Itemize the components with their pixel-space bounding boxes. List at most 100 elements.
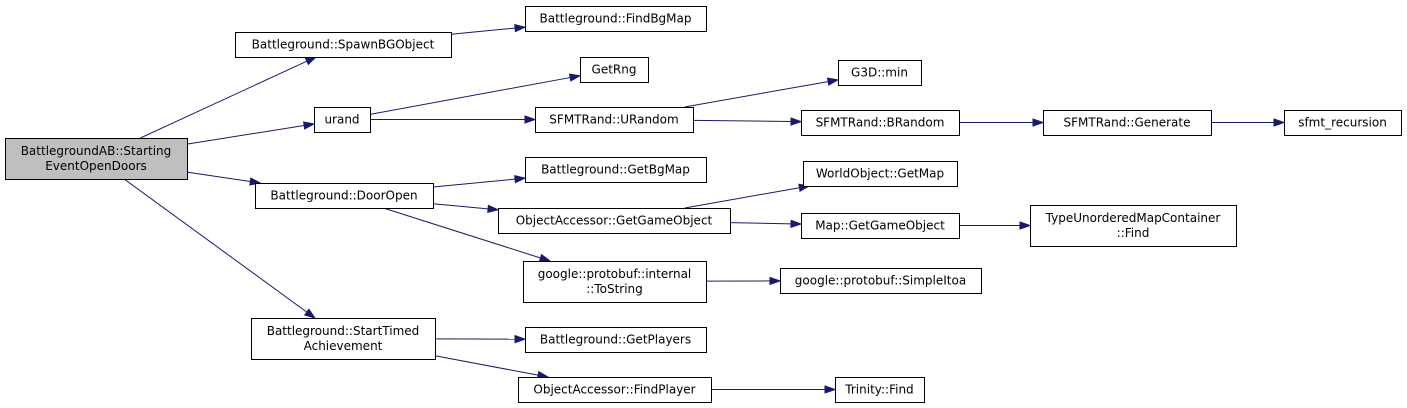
edge-dooropen-to-oagetgo xyxy=(432,203,500,213)
edge-line xyxy=(729,222,792,225)
node-box xyxy=(523,261,707,303)
node-label: Battleground::SpawnBGObject xyxy=(252,38,435,52)
node-sfmtrec[interactable]: sfmt_recursion xyxy=(1284,110,1402,136)
node-label: ObjectAccessor::FindPlayer xyxy=(533,383,695,397)
arrowhead-icon xyxy=(568,73,582,82)
arrowhead-icon xyxy=(487,204,500,213)
node-mapgetgo[interactable]: Map::GetGameObject xyxy=(801,213,960,239)
node-label: Battleground::DoorOpen xyxy=(270,189,417,203)
edge-root-to-starttimed xyxy=(123,178,317,319)
node-label: ObjectAccessor::GetGameObject xyxy=(516,214,713,228)
arrowhead-icon xyxy=(1019,221,1032,230)
node-label: google::protobuf::SimpleItoa xyxy=(795,274,966,288)
edge-mapgetgo-to-tumcfind xyxy=(959,221,1032,230)
node-label: TypeUnorderedMapContainer xyxy=(1045,211,1221,225)
node-wogetmap[interactable]: WorldObject::GetMap xyxy=(803,161,958,187)
node-getrng[interactable]: GetRng xyxy=(580,57,649,83)
node-findplayer[interactable]: ObjectAccessor::FindPlayer xyxy=(518,377,712,403)
node-label: ::Find xyxy=(1117,226,1150,240)
node-box xyxy=(835,377,925,403)
node-oagetgo[interactable]: ObjectAccessor::GetGameObject xyxy=(498,208,731,234)
edge-starttimed-to-findplayer xyxy=(434,355,550,380)
edge-line xyxy=(432,203,489,210)
node-label: Battleground::FindBgMap xyxy=(539,12,691,26)
node-box xyxy=(1030,205,1237,247)
edge-line xyxy=(434,355,539,376)
edge-oagetgo-to-wogetmap xyxy=(684,183,811,209)
node-urand[interactable]: urand xyxy=(314,107,371,133)
arrowhead-icon xyxy=(1273,118,1286,127)
arrowhead-icon xyxy=(790,219,803,229)
edge-dooropen-to-getbgmap xyxy=(432,174,527,188)
node-tostring[interactable]: google::protobuf::internal::ToString xyxy=(523,261,707,303)
node-dooropen[interactable]: Battleground::DoorOpen xyxy=(255,183,434,209)
node-label: SFMTRand::Generate xyxy=(1064,116,1191,130)
node-label: GetRng xyxy=(592,63,637,77)
edge-line xyxy=(432,178,516,188)
arrowhead-icon xyxy=(514,334,527,344)
node-box xyxy=(803,161,958,187)
edge-line xyxy=(684,187,800,209)
node-label: Map::GetGameObject xyxy=(815,219,945,233)
node-findbgmap[interactable]: Battleground::FindBgMap xyxy=(525,6,707,32)
node-box xyxy=(525,327,707,353)
edge-urandom-to-g3dmin xyxy=(684,77,840,108)
arrowhead-icon xyxy=(302,121,316,130)
node-urandom[interactable]: SFMTRand::URandom xyxy=(535,107,694,133)
node-label: Achievement xyxy=(304,339,383,353)
edge-line xyxy=(383,207,541,259)
node-box xyxy=(1043,110,1212,136)
node-label: SFMTRand::BRandom xyxy=(816,116,945,130)
node-label: urand xyxy=(324,113,359,127)
arrowhead-icon xyxy=(514,174,527,184)
edges-layer xyxy=(123,23,1286,394)
edge-urand-to-urandom xyxy=(370,115,537,124)
node-box xyxy=(235,32,452,58)
node-label: WorldObject::GetMap xyxy=(816,167,944,181)
arrowhead-icon xyxy=(769,276,782,286)
node-box xyxy=(251,318,436,360)
edge-spawn-to-findbgmap xyxy=(450,23,527,35)
node-box xyxy=(801,213,960,239)
node-box xyxy=(255,183,434,209)
edge-root-to-spawn xyxy=(140,56,318,139)
edge-line xyxy=(186,171,251,183)
node-spawn[interactable]: Battleground::SpawnBGObject xyxy=(235,32,452,58)
edge-urand-to-getrng xyxy=(369,73,582,115)
node-tumcfind[interactable]: TypeUnorderedMapContainer::Find xyxy=(1030,205,1237,247)
node-box xyxy=(1284,110,1402,136)
node-label: sfmt_recursion xyxy=(1298,116,1387,130)
node-getbgmap[interactable]: Battleground::GetBgMap xyxy=(525,157,707,183)
node-simpleitoa[interactable]: google::protobuf::SimpleItoa xyxy=(780,268,982,294)
arrowhead-icon xyxy=(1032,118,1045,127)
arrowhead-icon xyxy=(303,308,317,319)
node-brandom[interactable]: SFMTRand::BRandom xyxy=(801,110,960,136)
node-label: BattlegroundAB::Starting xyxy=(21,144,172,158)
node-box xyxy=(580,57,649,83)
edge-line xyxy=(186,125,305,145)
edge-line xyxy=(369,77,571,115)
node-box xyxy=(314,107,371,133)
node-box xyxy=(5,138,188,180)
edge-root-to-dooropen xyxy=(186,171,262,186)
edge-starttimed-to-getplayers xyxy=(434,334,527,344)
node-label: EventOpenDoors xyxy=(45,159,147,173)
node-getplayers[interactable]: Battleground::GetPlayers xyxy=(525,327,707,353)
node-label: Battleground::GetBgMap xyxy=(541,163,690,177)
node-trinityfind[interactable]: Trinity::Find xyxy=(835,377,925,403)
edge-urandom-to-brandom xyxy=(692,117,803,126)
node-g3dmin[interactable]: G3D::min xyxy=(838,60,922,86)
edge-brandom-to-generate xyxy=(959,118,1045,127)
arrowhead-icon xyxy=(304,56,318,66)
node-generate[interactable]: SFMTRand::Generate xyxy=(1043,110,1212,136)
node-label: ::ToString xyxy=(586,282,643,296)
edge-oagetgo-to-mapgetgo xyxy=(729,219,803,229)
arrowhead-icon xyxy=(524,115,537,124)
arrowhead-icon xyxy=(790,117,803,126)
node-box xyxy=(525,6,707,32)
edge-tostring-to-simpleitoa xyxy=(705,276,782,286)
node-box xyxy=(780,268,982,294)
